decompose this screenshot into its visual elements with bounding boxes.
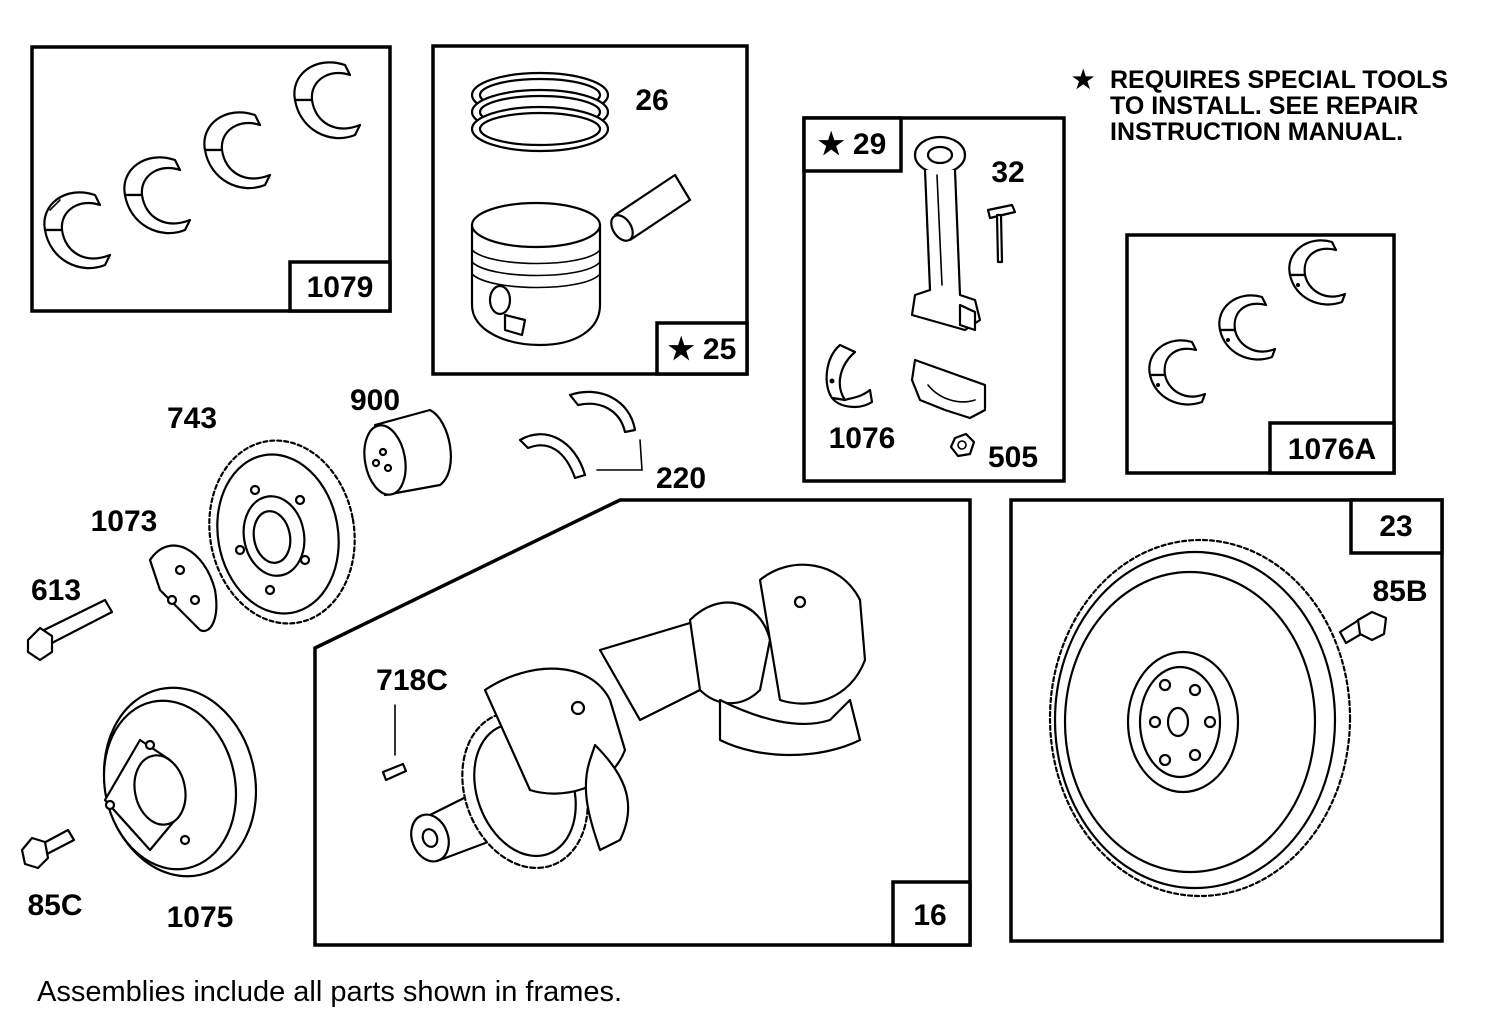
part-number-26: 26: [635, 84, 668, 117]
part-number-85b: 85B: [1372, 575, 1427, 608]
rod-nut-505-illustration: [949, 432, 976, 458]
bearing-set-1076a-illustration: [1148, 239, 1347, 406]
flywheel-illustration: [1048, 538, 1352, 898]
part-number-29: ★ 29: [818, 128, 887, 161]
frame-23: 23 85B: [1009, 498, 1444, 943]
part-number-85c: 85C: [27, 889, 82, 922]
piston-rings-illustration: [470, 71, 610, 153]
frame-1079-number-box: [288, 260, 392, 313]
connecting-rod-illustration: [910, 135, 982, 332]
note-star-icon: ★: [1072, 66, 1095, 94]
part-number-1079: 1079: [307, 271, 374, 304]
part-number-1075: 1075: [167, 901, 234, 934]
rod-bearing-1076-illustration: [825, 343, 874, 408]
note-line-2: TO INSTALL. SEE REPAIR: [1110, 92, 1418, 120]
plate-1073-illustration: [148, 544, 218, 633]
cam-gear-743-illustration: [208, 439, 356, 625]
part-number-23: 23: [1379, 510, 1412, 543]
frame-29: ★ 29 32 1076 505: [802, 116, 1066, 483]
part-number-900: 900: [350, 384, 400, 417]
crankshaft-illustration: [410, 563, 867, 870]
frame-16-number-box: [891, 880, 972, 947]
special-tools-note: ★ REQUIRES SPECIAL TOOLS TO INSTALL. SEE…: [1072, 66, 1448, 146]
frame-25: 26 ★ 25: [431, 44, 749, 376]
part-number-1076: 1076: [829, 422, 896, 455]
part-number-1073: 1073: [91, 505, 158, 538]
frame-16: 718C 16: [313, 498, 972, 947]
frame-29-number-box: [802, 116, 903, 173]
piston-pin-illustration: [610, 173, 692, 242]
frame-1079: 1079: [30, 45, 392, 313]
rod-bolt-illustration: [986, 203, 1017, 264]
bolt-85c-illustration: [20, 828, 76, 870]
part-number-718c: 718C: [376, 664, 448, 697]
note-line-3: INSTRUCTION MANUAL.: [1110, 118, 1403, 146]
note-line-1: REQUIRES SPECIAL TOOLS: [1110, 66, 1448, 94]
part-number-220: 220: [656, 462, 706, 495]
frame-25-number-box: [655, 321, 749, 376]
rod-cap-illustration: [910, 358, 987, 420]
part-number-743: 743: [167, 402, 217, 435]
frame-23-number-box: [1349, 498, 1444, 555]
bolt-613-illustration: [26, 598, 114, 662]
piston-illustration: [470, 201, 602, 347]
part-number-32: 32: [991, 156, 1024, 189]
part-number-16: 16: [913, 899, 946, 932]
frame-1076a: 1076A: [1125, 233, 1396, 475]
key-718c-illustration: [381, 704, 408, 782]
part-number-25: ★ 25: [668, 333, 737, 366]
part-number-1076a: 1076A: [1288, 433, 1376, 466]
diagram-caption: Assemblies include all parts shown in fr…: [37, 976, 622, 1008]
weight-900-illustration: [363, 408, 452, 497]
part-number-613: 613: [31, 574, 81, 607]
part-number-505: 505: [988, 441, 1038, 474]
bearing-shell-set-1079-illustration: [43, 61, 362, 270]
bolt-85b-illustration: [1338, 610, 1388, 645]
pulley-1075-illustration: [102, 686, 258, 878]
thrust-washers-220-illustration: [518, 390, 643, 480]
frame-1076a-number-box: [1268, 421, 1396, 475]
